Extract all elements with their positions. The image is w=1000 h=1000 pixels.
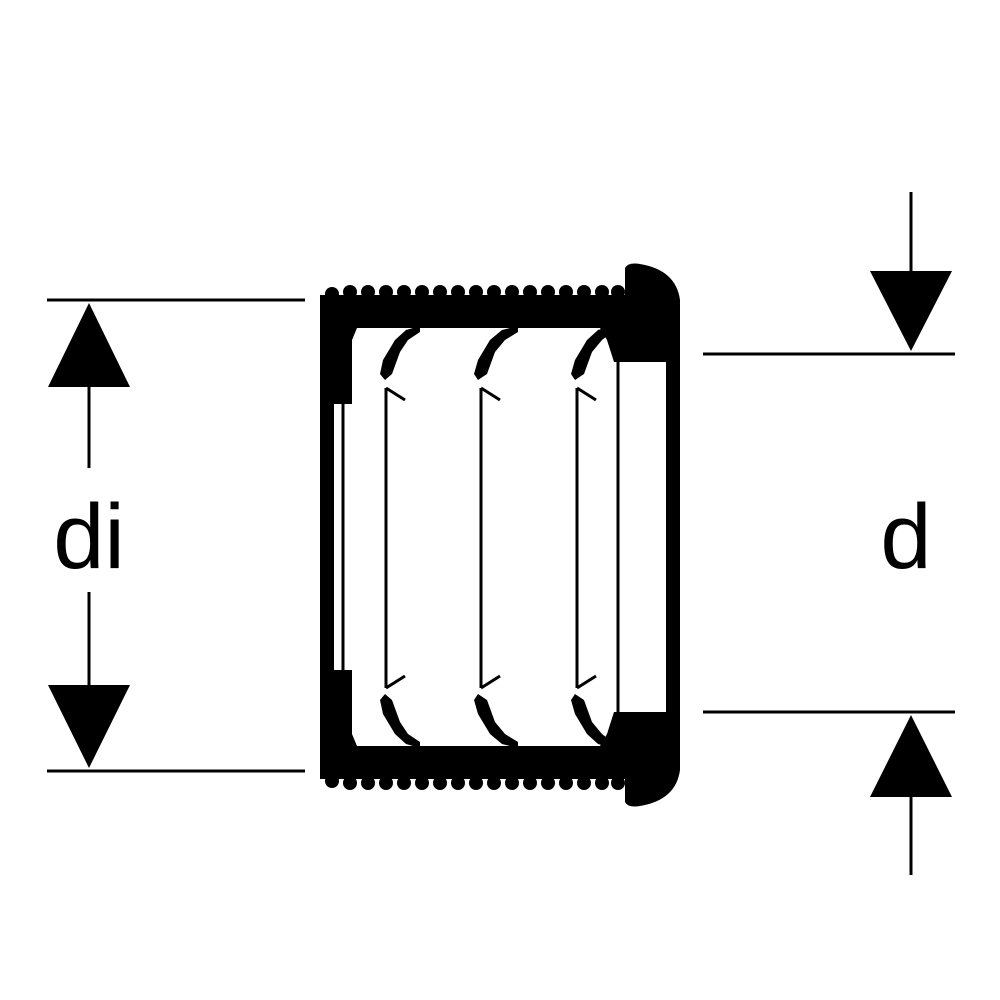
sealing-lips-top: [380, 326, 612, 380]
dimension-di: di: [47, 298, 305, 773]
d-arrowhead-down: [870, 271, 952, 351]
d-label: d: [880, 486, 931, 588]
fitting-body: [320, 263, 680, 807]
dimension-d: d: [703, 192, 955, 875]
sealing-lips-bottom: [380, 694, 612, 748]
outer-thread-top: [325, 285, 625, 301]
di-label: di: [53, 486, 125, 588]
sealing-ring-profile-lines: [384, 362, 620, 712]
di-arrowhead-down: [48, 685, 130, 768]
outer-thread-bottom: [325, 774, 625, 790]
fitting-inner-bore: [334, 328, 666, 746]
di-arrowhead-up: [48, 303, 130, 387]
d-arrowhead-up: [870, 715, 952, 797]
